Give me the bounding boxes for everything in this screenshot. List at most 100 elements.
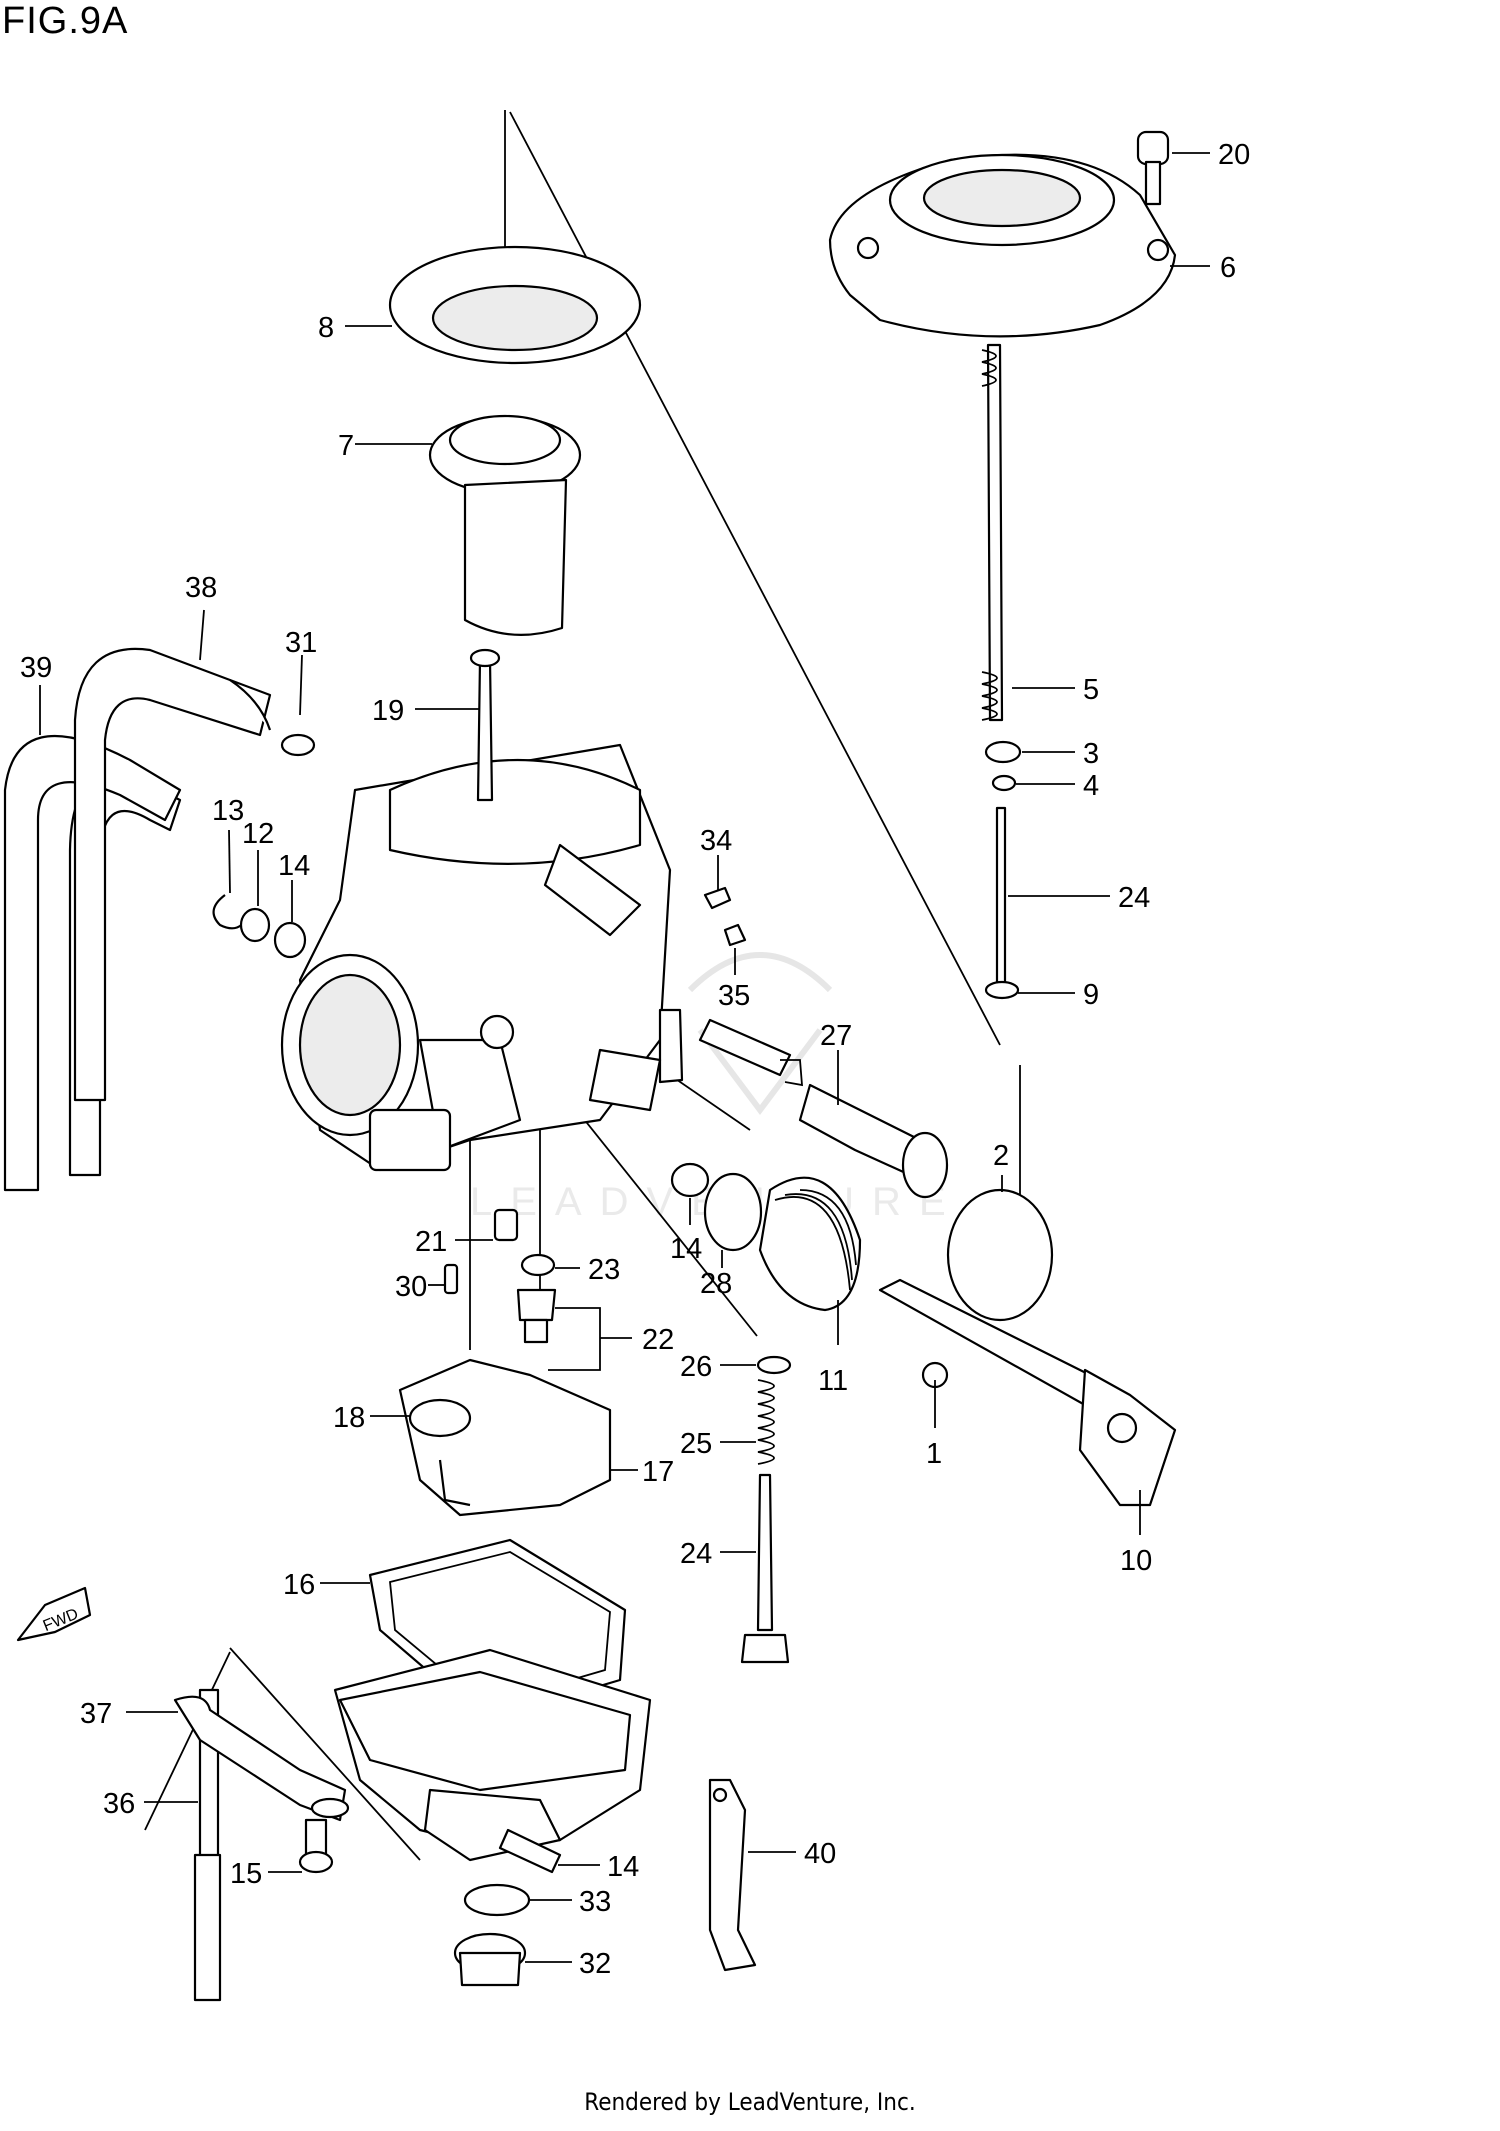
part-pilot-screw	[740, 1355, 792, 1664]
svg-text:33: 33	[579, 1886, 611, 1918]
svg-text:9: 9	[1083, 979, 1099, 1011]
callout-23: 22	[548, 1307, 674, 1371]
svg-text:13: 13	[212, 795, 244, 827]
callout-12: 12	[242, 818, 274, 906]
callout-10: 10	[1120, 1490, 1152, 1577]
part-clip-32	[280, 733, 316, 757]
part-choke-plunger	[698, 1018, 949, 1199]
callout-35: 34	[700, 825, 732, 890]
svg-text:22: 22	[642, 1324, 674, 1356]
part-diaphragm	[388, 245, 642, 365]
svg-text:35: 35	[718, 980, 750, 1012]
svg-text:26: 26	[680, 1351, 712, 1383]
callout-8: 8	[318, 312, 392, 344]
callout-1: 1	[926, 1395, 942, 1470]
callout-22: 24	[1008, 882, 1150, 914]
svg-text:14: 14	[670, 1233, 702, 1265]
callout-37: 36	[103, 1788, 198, 1820]
svg-text:7: 7	[338, 430, 354, 462]
part-bracket	[708, 1778, 757, 1972]
part-carburetor-body	[280, 648, 684, 1172]
svg-text:30: 30	[395, 1271, 427, 1303]
callout-40: 39	[20, 652, 52, 735]
svg-text:39: 39	[20, 652, 52, 684]
callout-29: 28	[700, 1250, 732, 1300]
svg-text:36: 36	[103, 1788, 135, 1820]
callout-21: 21	[415, 1226, 493, 1258]
callout-11: 11	[818, 1300, 848, 1397]
svg-text:1: 1	[926, 1438, 942, 1470]
figure-title: FIG.9A	[2, 0, 129, 42]
svg-text:14: 14	[278, 850, 310, 882]
callout-20: 19	[372, 695, 480, 727]
part-top-cap	[828, 153, 1177, 338]
part-choke-parts	[670, 1162, 1054, 1322]
svg-text:24: 24	[680, 1538, 712, 1570]
svg-text:27: 27	[820, 1020, 852, 1052]
svg-text:37: 37	[80, 1698, 112, 1730]
callout-9: 9	[1018, 979, 1099, 1011]
svg-text:18: 18	[333, 1402, 365, 1434]
svg-text:8: 8	[318, 312, 334, 344]
callout-18: 17	[610, 1456, 674, 1488]
svg-text:2: 2	[993, 1140, 1009, 1172]
callout-19: 18	[333, 1402, 410, 1434]
svg-text:14: 14	[607, 1851, 639, 1883]
callout-39: 38	[185, 572, 217, 661]
part-float-bowl	[333, 1648, 652, 1862]
part-left-washers	[212, 894, 307, 959]
part-drain-hose	[173, 1688, 350, 2002]
callout-30: 20	[1172, 139, 1250, 171]
callouts: 20 6 8 7 5 3 4 24 9 38 39 31 19 13 12 14…	[20, 139, 1250, 1980]
part-hoses	[3, 647, 272, 1192]
svg-text:3: 3	[1083, 738, 1099, 770]
callout-26: 25	[680, 1428, 756, 1460]
svg-text:34: 34	[700, 825, 732, 857]
svg-text:17: 17	[642, 1456, 674, 1488]
callout-38: 37	[80, 1698, 178, 1730]
callout-34: 33	[530, 1886, 611, 1918]
svg-text:20: 20	[1218, 139, 1250, 171]
svg-text:10: 10	[1120, 1545, 1152, 1577]
callout-14a: 14	[278, 850, 310, 922]
callout-25: 24	[680, 1538, 756, 1570]
callout-33: 32	[525, 1948, 611, 1980]
callout-5: 5	[1012, 674, 1099, 706]
part-bowl-fasteners	[298, 1818, 562, 1987]
part-plugs-35-36	[703, 886, 747, 947]
callout-4: 4	[1016, 770, 1099, 802]
callout-14b: 14	[670, 1198, 702, 1265]
part-float	[398, 1358, 612, 1517]
svg-text:28: 28	[700, 1268, 732, 1300]
part-needle-spring	[981, 343, 1022, 1000]
svg-text:11: 11	[818, 1365, 848, 1397]
callout-13: 13	[212, 795, 244, 894]
svg-text:31: 31	[285, 627, 317, 659]
callout-6: 6	[1170, 252, 1236, 284]
svg-text:4: 4	[1083, 770, 1099, 802]
part-throttle-shaft	[878, 1278, 1177, 1507]
callout-27: 26	[680, 1351, 756, 1383]
svg-text:21: 21	[415, 1226, 447, 1258]
callout-16: 15	[230, 1858, 302, 1890]
svg-text:23: 23	[588, 1254, 620, 1286]
svg-text:40: 40	[804, 1838, 836, 1870]
callout-31: 30	[395, 1271, 444, 1303]
svg-text:25: 25	[680, 1428, 712, 1460]
svg-text:38: 38	[185, 572, 217, 604]
svg-text:16: 16	[283, 1569, 315, 1601]
svg-text:24: 24	[1118, 882, 1150, 914]
svg-text:12: 12	[242, 818, 274, 850]
svg-text:19: 19	[372, 695, 404, 727]
svg-text:32: 32	[579, 1948, 611, 1980]
part-piston-valve	[428, 414, 582, 636]
callout-28: 27	[820, 1020, 852, 1105]
footer-credit: Rendered by LeadVenture, Inc.	[584, 2088, 916, 2116]
part-screw-30	[1136, 130, 1170, 206]
svg-text:5: 5	[1083, 674, 1099, 706]
callout-15: 14	[558, 1851, 639, 1883]
callout-17: 16	[283, 1569, 370, 1601]
callout-7: 7	[338, 430, 432, 462]
callout-41: 40	[748, 1838, 836, 1870]
